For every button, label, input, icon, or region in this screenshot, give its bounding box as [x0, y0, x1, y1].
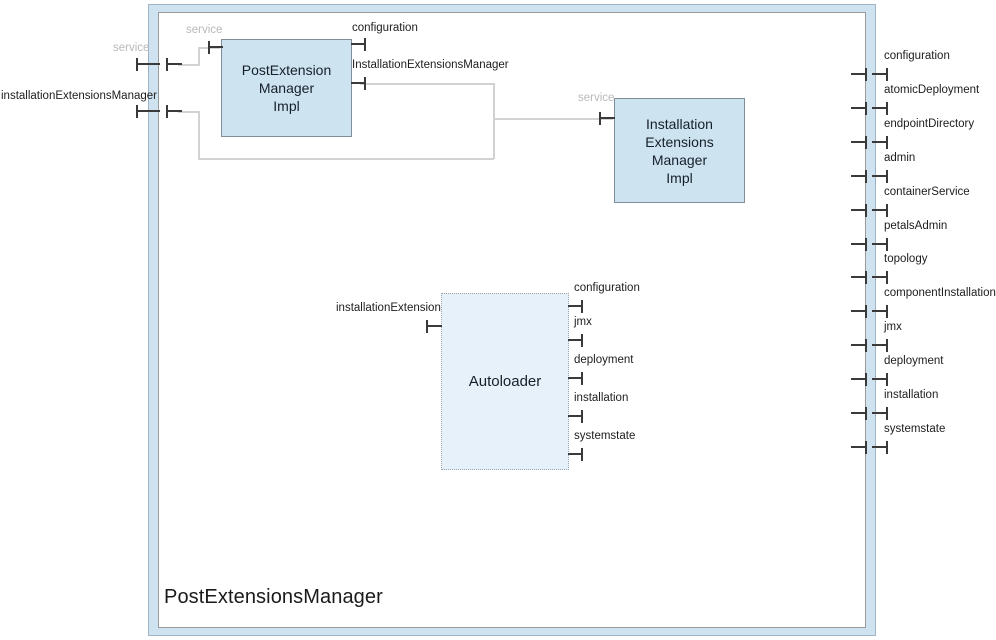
boundary-right-outer-port-installation[interactable] — [872, 407, 888, 420]
wire-iem-seg-h4 — [493, 118, 613, 120]
wire-iem-seg-v1 — [198, 111, 200, 160]
boundary-right-port-label-installation: installation — [884, 389, 939, 401]
boundary-right-port-label-admin: admin — [884, 152, 916, 164]
boundary-right-port-label-configuration: configuration — [884, 50, 950, 62]
wire-iem-seg-h1 — [178, 111, 200, 113]
boundary-right-outer-port-topology[interactable] — [872, 271, 888, 284]
boundary-right-inner-port-topology[interactable] — [851, 271, 867, 284]
boundary-right-outer-port-componentInstallation[interactable] — [872, 305, 888, 318]
component-label: Autoloader — [468, 372, 542, 390]
autoloader-port-deployment[interactable] — [568, 372, 583, 385]
left-port-label-service: service — [113, 42, 150, 54]
left-outer-port-service[interactable] — [136, 58, 160, 71]
autoloader-port-systemstate[interactable] — [568, 448, 583, 461]
boundary-right-inner-port-petalsAdmin[interactable] — [851, 238, 867, 251]
boundary-right-outer-port-endpointDirectory[interactable] — [872, 136, 888, 149]
left-inner-port-installation-extensions-manager[interactable] — [166, 105, 182, 118]
boundary-right-outer-port-systemstate[interactable] — [872, 441, 888, 454]
autoloader-port-label-jmx: jmx — [574, 316, 592, 328]
pemi-port-label-service: service — [186, 24, 223, 36]
wire-iem-seg-h3 — [360, 83, 494, 85]
autoloader-port-label-deployment: deployment — [574, 354, 634, 366]
boundary-right-inner-port-configuration[interactable] — [851, 68, 867, 81]
boundary-right-inner-port-installation[interactable] — [851, 407, 867, 420]
boundary-right-outer-port-atomicDeployment[interactable] — [872, 102, 888, 115]
component-frame-title: PostExtensionsManager — [164, 586, 383, 608]
pemi-port-label-configuration: configuration — [352, 22, 418, 34]
wire-iem-seg-v2 — [493, 83, 495, 159]
pemi-port-label-installation-extensions-manager: InstallationExtensionsManager — [352, 59, 509, 71]
boundary-right-outer-port-containerService[interactable] — [872, 204, 888, 217]
autoloader-port-label-systemstate: systemstate — [574, 430, 636, 442]
boundary-right-outer-port-deployment[interactable] — [872, 373, 888, 386]
boundary-right-inner-port-deployment[interactable] — [851, 373, 867, 386]
left-inner-port-service[interactable] — [166, 58, 182, 71]
iemi-port-service[interactable] — [599, 112, 615, 125]
boundary-right-inner-port-containerService[interactable] — [851, 204, 867, 217]
boundary-right-port-label-jmx: jmx — [884, 321, 902, 333]
boundary-right-port-label-topology: topology — [884, 253, 928, 265]
boundary-right-inner-port-admin[interactable] — [851, 170, 867, 183]
boundary-right-outer-port-petalsAdmin[interactable] — [872, 238, 888, 251]
component-autoloader[interactable]: Autoloader — [441, 293, 569, 470]
left-outer-port-installation-extensions-manager[interactable] — [136, 105, 160, 118]
autoloader-port-configuration[interactable] — [568, 300, 583, 313]
wire-iem-seg-h2 — [198, 158, 494, 160]
boundary-right-port-label-deployment: deployment — [884, 355, 944, 367]
iemi-port-label-service: service — [578, 92, 615, 104]
autoloader-port-label-installation: installation — [574, 392, 629, 404]
boundary-right-port-label-systemstate: systemstate — [884, 423, 946, 435]
boundary-right-outer-port-admin[interactable] — [872, 170, 888, 183]
boundary-right-inner-port-endpointDirectory[interactable] — [851, 136, 867, 149]
pemi-port-service[interactable] — [208, 41, 223, 54]
boundary-right-inner-port-jmx[interactable] — [851, 339, 867, 352]
boundary-right-outer-port-jmx[interactable] — [872, 339, 888, 352]
autoloader-port-installation-extension[interactable] — [426, 320, 442, 333]
boundary-right-port-label-petalsAdmin: petalsAdmin — [884, 220, 948, 232]
pemi-port-configuration[interactable] — [351, 38, 366, 51]
autoloader-port-label-configuration: configuration — [574, 282, 640, 294]
boundary-right-port-label-endpointDirectory: endpointDirectory — [884, 118, 975, 130]
boundary-right-port-label-containerService: containerService — [884, 186, 970, 198]
boundary-right-port-label-atomicDeployment: atomicDeployment — [884, 84, 980, 96]
boundary-right-inner-port-componentInstallation[interactable] — [851, 305, 867, 318]
wire-service-seg-v1 — [198, 47, 200, 66]
boundary-right-inner-port-systemstate[interactable] — [851, 441, 867, 454]
autoloader-port-jmx[interactable] — [568, 334, 583, 347]
boundary-right-outer-port-configuration[interactable] — [872, 68, 888, 81]
wire-service-seg-h1 — [178, 64, 200, 66]
autoloader-port-installation[interactable] — [568, 410, 583, 423]
boundary-right-port-label-componentInstallation: componentInstallation — [884, 287, 996, 299]
boundary-right-inner-port-atomicDeployment[interactable] — [851, 102, 867, 115]
pemi-port-installation-extensions-manager[interactable] — [351, 77, 366, 90]
left-port-label-installation-extensions-manager: installationExtensionsManager — [1, 90, 157, 102]
autoloader-port-label-installation-extension: installationExtension — [336, 302, 441, 314]
